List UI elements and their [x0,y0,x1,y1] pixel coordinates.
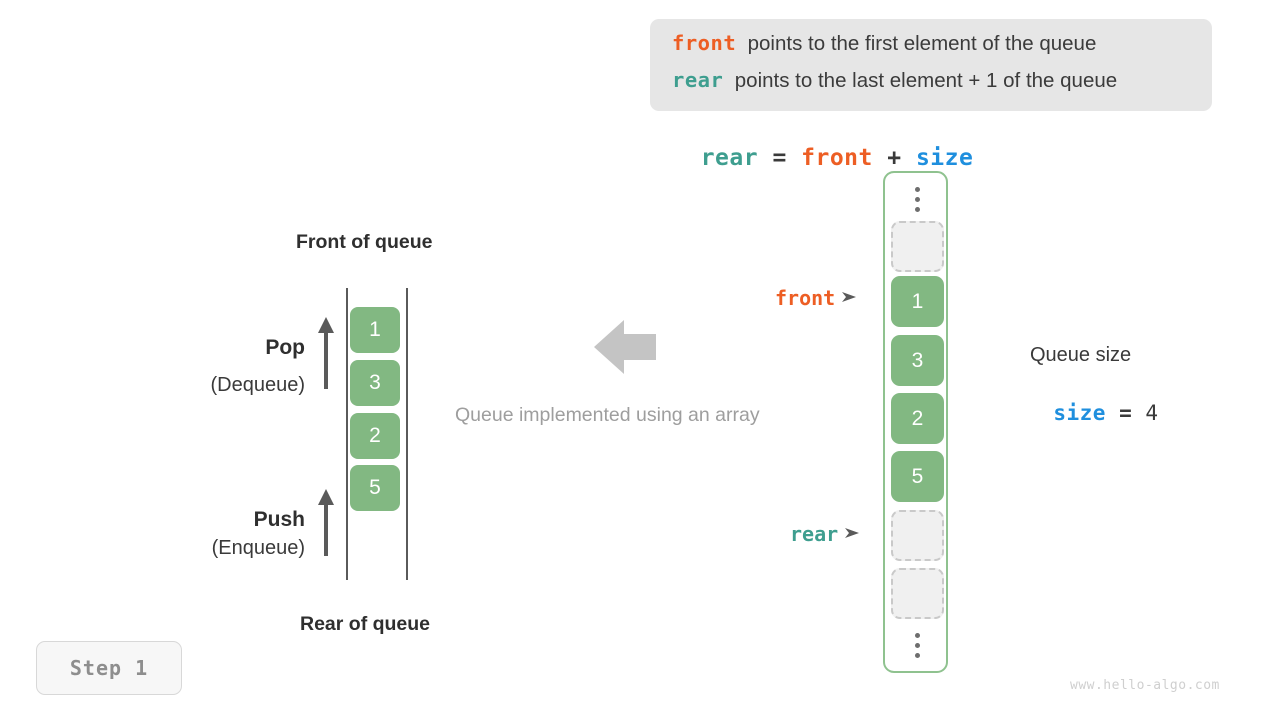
legend-line-front: front points to the first element of the… [672,31,1190,68]
queue-cell: 2 [350,413,400,459]
size-equals: = [1105,401,1146,425]
array-slot-filled: 5 [891,451,944,502]
formula-plus: + [872,145,916,171]
legend-text-rear: points to the last element + 1 of the qu… [734,69,1118,92]
pointer-arrow-right-icon [845,523,860,546]
vertical-ellipsis-icon-bottom [891,623,944,667]
rear-of-queue-label: Rear of queue [300,613,431,635]
queue-size-annotation: Queue size size = 4 [1030,344,1159,450]
front-pointer-text: front [775,286,836,310]
array-slot-filled: 2 [891,393,944,444]
array-slot-empty [891,568,944,619]
step-badge: Step 1 [36,641,182,695]
formula-rear: rear [700,145,759,171]
push-arrow-up-icon [316,489,336,557]
queue-rail-right [406,288,408,580]
size-variable: size [1053,401,1106,425]
rear-pointer-label: rear [790,522,860,546]
queue-cell: 3 [350,360,400,406]
pop-sublabel: (Dequeue) [210,374,305,396]
watermark: www.hello-algo.com [1070,678,1220,693]
array-slot-empty [891,510,944,561]
queue-cell: 1 [350,307,400,353]
left-arrow-icon [594,320,656,379]
formula-front: front [801,145,873,171]
array-slot-filled: 1 [891,276,944,327]
legend-keyword-rear: rear [672,68,724,92]
formula-equals: = [758,145,802,171]
pop-arrow-up-icon [316,317,336,390]
vertical-ellipsis-icon-top [891,177,944,221]
formula-size: size [915,145,974,171]
legend-box: front points to the first element of the… [650,19,1212,111]
pointer-arrow-right-icon [842,287,857,310]
push-label: Push [253,508,305,531]
legend-spacer [723,69,734,93]
legend-spacer [736,32,747,56]
center-caption: Queue implemented using an array [455,404,760,426]
queue-size-expression: size = 4 [1030,377,1159,450]
legend-line-rear: rear points to the last element + 1 of t… [672,68,1190,105]
rear-pointer-text: rear [790,522,839,546]
pop-label: Pop [265,336,305,359]
legend-text-front: points to the first element of the queue [747,32,1097,55]
push-sublabel: (Enqueue) [211,537,305,559]
array-slot-empty [891,221,944,272]
size-value: 4 [1145,401,1159,425]
queue-size-title: Queue size [1030,344,1132,366]
front-pointer-label: front [775,286,857,310]
legend-keyword-front: front [672,31,737,55]
queue-rail-left [346,288,348,580]
queue-cell: 5 [350,465,400,511]
array-container: 1 3 2 5 [883,171,948,673]
array-slot-filled: 3 [891,335,944,386]
front-of-queue-label: Front of queue [296,231,433,253]
formula-rear-equals-front-plus-size: rear = front + size [672,119,973,171]
